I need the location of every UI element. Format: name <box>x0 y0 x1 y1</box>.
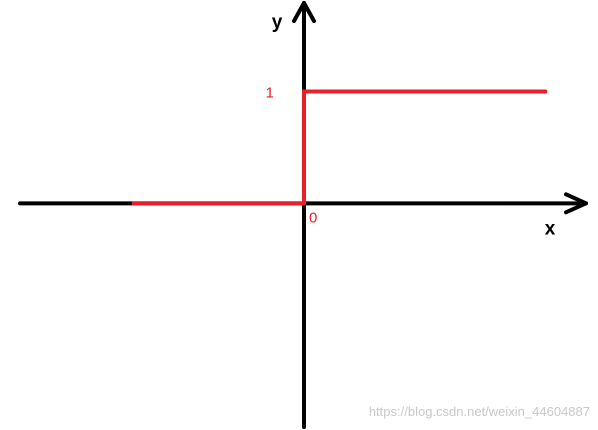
y-tick-label-1: 1 <box>266 84 274 101</box>
series-line-0 <box>131 89 548 206</box>
watermark-text: https://blog.csdn.net/weixin_44604887 <box>369 404 590 419</box>
origin-tick-label: 0 <box>309 209 317 226</box>
y-axis-label: y <box>272 12 283 33</box>
x-axis-arrowhead <box>564 192 588 215</box>
series-group <box>131 89 548 206</box>
axes <box>18 1 588 429</box>
y-axis-arrowhead <box>292 1 316 23</box>
x-axis-label: x <box>545 218 556 239</box>
